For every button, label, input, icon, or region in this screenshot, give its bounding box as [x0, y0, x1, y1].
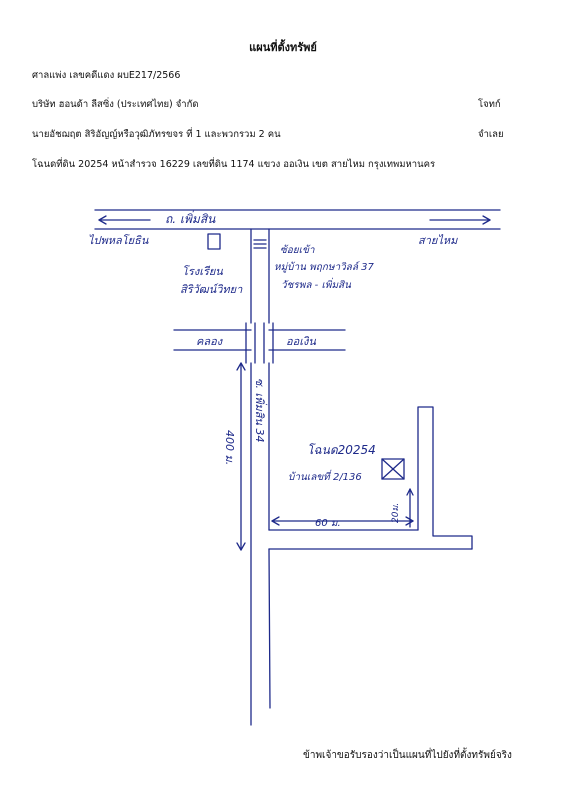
deed-details: โฉนดที่ดิน 20254 หน้าสำรวจ 16229 เลขที่ด…: [32, 159, 436, 170]
soi-road: [250, 228, 473, 726]
right-direction-label: สายไหม: [418, 234, 458, 247]
school-label-1: โรงเรียน: [182, 265, 223, 278]
left-direction-label: ไปพหลโยธิน: [88, 234, 149, 247]
vertical-distance-arrow: [236, 362, 246, 551]
main-road-label: ถ. เพิ่มสิน: [165, 210, 216, 226]
school-label-2: สิริวัฒน์วิทยา: [180, 283, 243, 296]
property-plot: [381, 406, 473, 550]
house-marker: [381, 458, 405, 480]
defendant-role: จำเลย: [478, 129, 504, 140]
main-road: [94, 209, 501, 230]
horizontal-distance-arrow: [271, 516, 414, 526]
vertical-distance-label: 400 ม.: [223, 430, 236, 465]
school-marker: [207, 233, 221, 250]
deed-label: โฉนด20254: [307, 443, 376, 457]
canal-right-label: ออเงิน: [286, 335, 316, 348]
page-title: แผนที่ตั้งทรัพย์: [249, 41, 317, 54]
small-distance-label: 20ม.: [391, 503, 401, 523]
village-label-1: ซ้อยเข้า: [280, 244, 315, 256]
right-arrow-icon: [429, 215, 491, 225]
left-arrow-icon: [98, 215, 151, 225]
certification-statement: ข้าพเจ้าขอรับรองว่าเป็นแผนที่ไปยังที่ตั้…: [303, 750, 512, 761]
defendant-name: นายอัชฌฤต สิริอัญญ์หรือวุฒิภัทรขจร ที่ 1…: [32, 129, 281, 140]
plaintiff-name: บริษัท ฮอนด้า ลีสซิ่ง (ประเทศไทย) จำกัด: [32, 99, 199, 110]
small-distance-arrow: [406, 488, 414, 528]
plaintiff-role: โจทก์: [478, 99, 501, 110]
horizontal-distance-label: 60 ม.: [315, 518, 341, 529]
canal-left-label: คลอง: [196, 335, 224, 348]
soi-label: ซ. เพิ่มสิน 34: [253, 378, 268, 442]
canal-bridge: [173, 322, 346, 364]
house-number-label: บ้านเลขที่ 2/136: [288, 469, 362, 483]
court-case-number: ศาลแพ่ง เลขคดีแดง ผบE217/2566: [32, 70, 181, 81]
village-label-2: หมู่บ้าน พฤกษาวิลล์ 37: [274, 261, 374, 273]
village-label-3: วัชรพล - เพิ่มสิน: [281, 277, 352, 291]
